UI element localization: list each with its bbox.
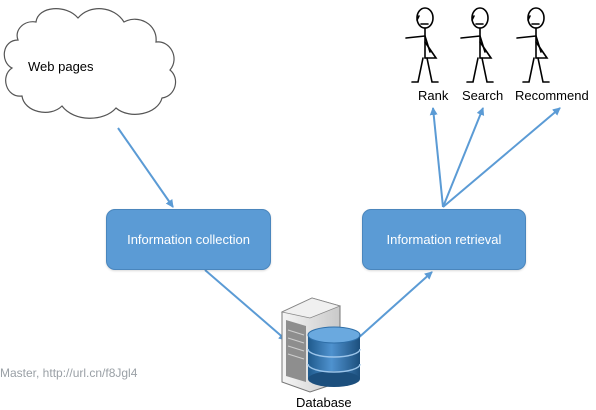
person-icon-search [460,7,494,83]
user-label-recommend: Recommend [515,88,589,103]
person-icon-recommend [516,7,550,83]
user-label-rank: Rank [418,88,449,103]
arrow-retrieval-to-recommend [442,107,561,208]
information-retrieval-label: Information retrieval [386,232,502,247]
database-label: Database [296,395,352,410]
cloud-label: Web pages [28,59,94,74]
information-retrieval-node: Information retrieval [362,209,526,270]
person-icon-rank [405,7,439,83]
user-label-search: Search [462,88,504,103]
arrow-retrieval-to-search [442,107,485,208]
cloud-icon [3,8,177,119]
arrow-retrieval-to-rank [429,107,444,208]
arrow-cloud-to-collection [117,127,174,208]
arrow-collection-to-database [204,269,287,341]
database-icon [307,326,361,387]
information-collection-node: Information collection [106,209,271,270]
information-collection-label: Information collection [127,232,250,247]
arrow-database-to-retrieval [355,271,433,341]
watermark-text: Master, http://url.cn/f8Jgl4 [0,366,138,380]
